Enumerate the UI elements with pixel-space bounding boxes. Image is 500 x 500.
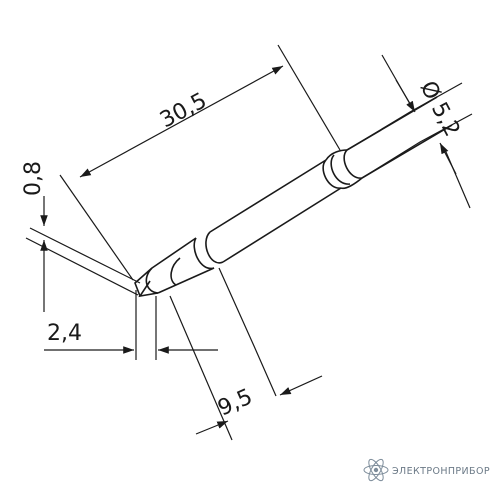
dimension-thickness: 0,8 <box>21 161 141 312</box>
dimension-taper: 9,5 <box>169 267 323 441</box>
dimension-diameter-label: 5,2 <box>426 98 465 141</box>
dimension-length: 30,5 <box>59 44 341 281</box>
atom-logo-icon <box>363 458 389 482</box>
dimension-taper-label: 9,5 <box>214 384 256 421</box>
dimension-thickness-label: 0,8 <box>21 161 46 196</box>
diameter-symbol: Ø <box>415 77 445 104</box>
dimension-width-label: 2,4 <box>47 321 82 346</box>
soldering-tip-outline <box>134 96 453 298</box>
dimension-width: 2,4 <box>44 290 218 360</box>
watermark: ЭЛЕКТРОНПРИБОР <box>363 458 490 482</box>
dimension-diameter: Ø 5,2 <box>346 54 473 209</box>
dimension-length-label: 30,5 <box>156 88 211 133</box>
watermark-text: ЭЛЕКТРОНПРИБОР <box>392 466 490 477</box>
